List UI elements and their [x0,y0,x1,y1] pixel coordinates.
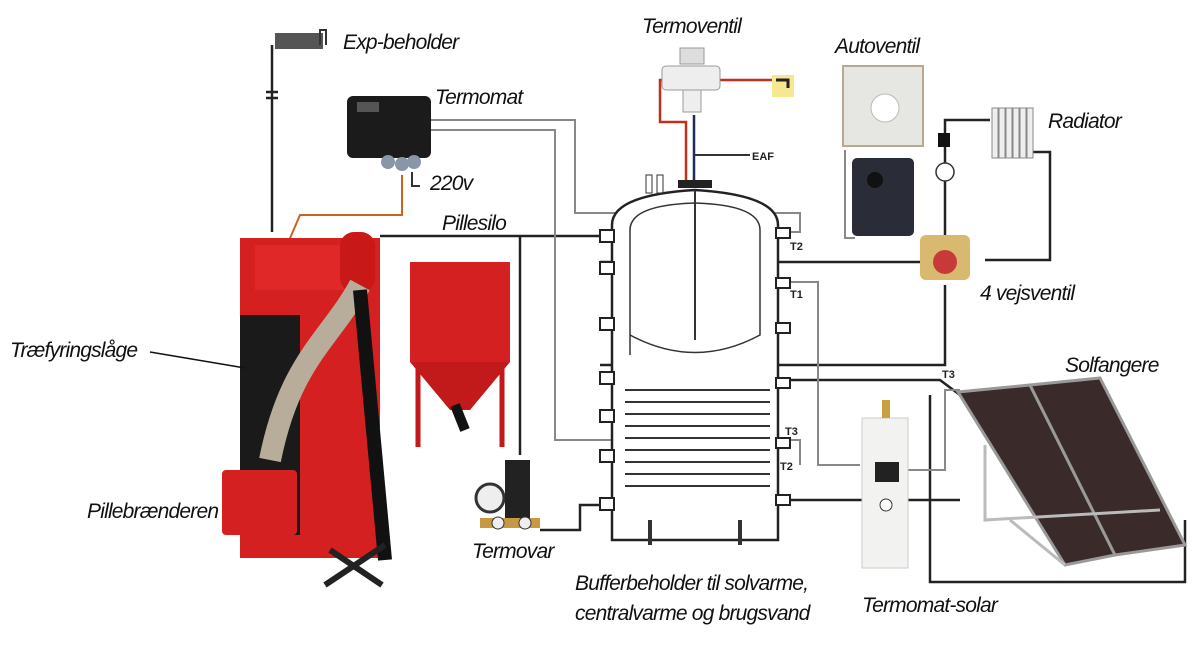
label-eaf: EAF [752,151,774,163]
tap-icon [772,75,794,97]
four-way-valve [920,235,970,280]
label-termomat-solar: Termomat-solar [862,594,999,617]
expansion-tank [275,29,327,49]
label-termomat: Termomat [435,86,524,109]
label-termovar: Termovar [472,540,555,563]
label-traefyringslaage: Træfyringslåge [10,339,137,362]
sensor-t2-coil: T2 [780,461,793,473]
autoventil [842,65,970,280]
heating-coil [625,389,770,487]
label-autoventil: Autoventil [833,35,921,58]
pump-icon [935,162,955,182]
sensor-t3-solar: T3 [942,369,955,381]
sensor-t1: T1 [790,289,803,301]
label-pillebraenderen: Pillebrænderen [87,500,218,523]
boiler [222,232,392,588]
label-4-vejsventil: 4 vejsventil [980,282,1076,305]
termovar-valve [474,460,540,530]
label-buffer-line1: Bufferbeholder til solvarme, [575,572,808,595]
termoventil-valve [661,47,794,113]
pellet-silo [410,262,510,447]
buffer-tank [599,174,791,545]
label-pillesilo: Pillesilo [442,212,507,235]
label-solfangere: Solfangere [1065,354,1159,377]
hot-water-pipe [658,78,785,180]
label-buffer-line2: centralvarme og brugsvand [575,602,812,625]
label-radiator: Radiator [1048,110,1123,133]
label-termoventil: Termoventil [642,15,743,38]
sensor-t3-coil: T3 [785,426,798,438]
valve-actuator [852,158,914,236]
label-exp-beholder: Exp-beholder [343,31,460,54]
pellet-burner [222,470,297,535]
check-valve-icon [938,133,950,147]
power-cable [284,175,403,251]
radiator [991,107,1034,159]
label-220v: 220v [429,172,475,195]
solar-collectors [955,376,1188,567]
termomat-solar-controller [861,400,909,569]
label-pointer [149,351,246,369]
sensor-t2-top: T2 [790,241,803,253]
termomat-controller [347,96,431,171]
